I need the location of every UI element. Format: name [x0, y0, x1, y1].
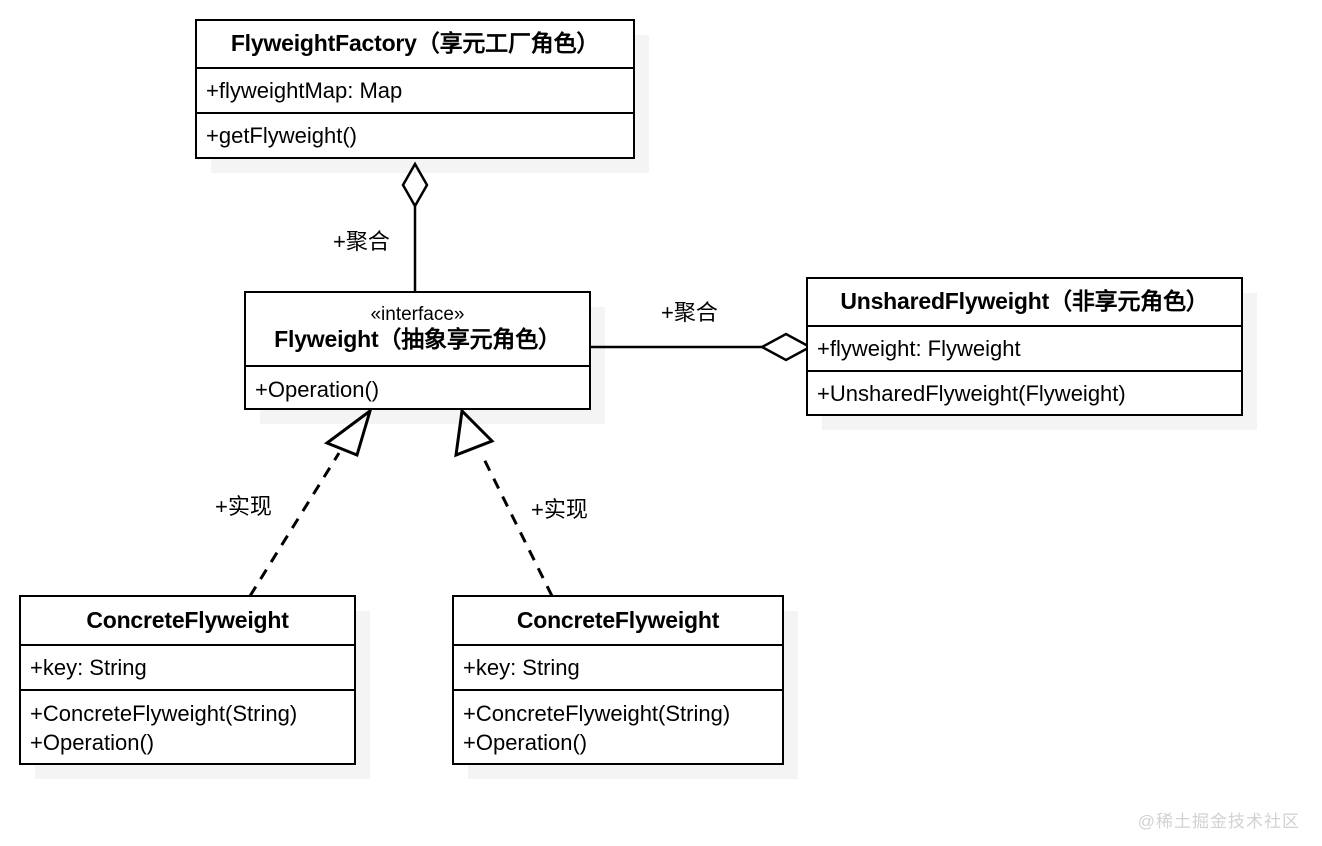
class-name-flyweight-factory: FlyweightFactory（享元工厂角色） [230, 30, 600, 57]
operation-item: +Operation() [463, 730, 588, 755]
class-name-flyweight: Flyweight（抽象享元角色） [274, 325, 561, 352]
class-box-concrete-flyweight-left[interactable]: ConcreteFlyweight +key: String +Concrete… [19, 595, 356, 765]
operation-item: +UnsharedFlyweight(Flyweight) [817, 381, 1126, 407]
class-operations-flyweight-factory: +getFlyweight() [197, 112, 633, 158]
class-box-flyweight[interactable]: «interface» Flyweight（抽象享元角色） +Operation… [244, 291, 591, 410]
operation-item: +Operation() [30, 730, 155, 755]
aggregation-factory-flyweight-connector [401, 161, 429, 291]
relationship-label-realization-right: +实现 [531, 497, 588, 522]
class-attributes-flyweight-factory: +flyweightMap: Map [197, 67, 633, 112]
class-box-flyweight-factory[interactable]: FlyweightFactory（享元工厂角色） +flyweightMap: … [195, 19, 635, 159]
class-box-concrete-flyweight-right[interactable]: ConcreteFlyweight +key: String +Concrete… [452, 595, 784, 765]
attribute-item: +key: String [463, 654, 580, 680]
class-name-unshared-flyweight: UnsharedFlyweight（非享元角色） [840, 288, 1209, 315]
attribute-item: +key: String [30, 654, 147, 680]
class-attributes-unshared-flyweight: +flyweight: Flyweight [808, 325, 1241, 370]
class-header-unshared-flyweight: UnsharedFlyweight（非享元角色） [808, 279, 1241, 325]
operation-item: +getFlyweight() [206, 123, 358, 149]
class-attributes-concrete-flyweight-right: +key: String [454, 644, 782, 689]
relationship-label-aggregation-unshared: +聚合 [661, 300, 718, 325]
class-attributes-concrete-flyweight-left: +key: String [21, 644, 354, 689]
class-header-concrete-flyweight-right: ConcreteFlyweight [454, 597, 782, 644]
operation-item: +Operation() [255, 376, 380, 402]
class-header-concrete-flyweight-left: ConcreteFlyweight [21, 597, 354, 644]
class-name-concrete-flyweight-left: ConcreteFlyweight [86, 606, 289, 633]
aggregation-unshared-flyweight-connector [591, 332, 813, 362]
operation-item: +ConcreteFlyweight(String) [463, 700, 731, 726]
class-stereotype-flyweight: «interface» [370, 303, 465, 325]
class-operations-unshared-flyweight: +UnsharedFlyweight(Flyweight) [808, 370, 1241, 416]
class-header-flyweight: «interface» Flyweight（抽象享元角色） [246, 293, 589, 365]
class-name-concrete-flyweight-right: ConcreteFlyweight [516, 606, 720, 633]
class-header-flyweight-factory: FlyweightFactory（享元工厂角色） [197, 21, 633, 67]
attribute-item: +flyweightMap: Map [206, 77, 403, 103]
class-operations-flyweight: +Operation() [246, 365, 589, 412]
relationship-label-aggregation-factory: +聚合 [333, 229, 390, 254]
class-operations-concrete-flyweight-left: +ConcreteFlyweight(String) +Operation() [21, 689, 354, 765]
operation-item: +ConcreteFlyweight(String) [30, 700, 298, 726]
watermark-label: @稀土掘金技术社区 [1137, 812, 1300, 831]
attribute-item: +flyweight: Flyweight [817, 335, 1021, 361]
class-box-unshared-flyweight[interactable]: UnsharedFlyweight（非享元角色） +flyweight: Fly… [806, 277, 1243, 416]
relationship-label-realization-left: +实现 [215, 494, 272, 519]
class-operations-concrete-flyweight-right: +ConcreteFlyweight(String) +Operation() [454, 689, 782, 765]
